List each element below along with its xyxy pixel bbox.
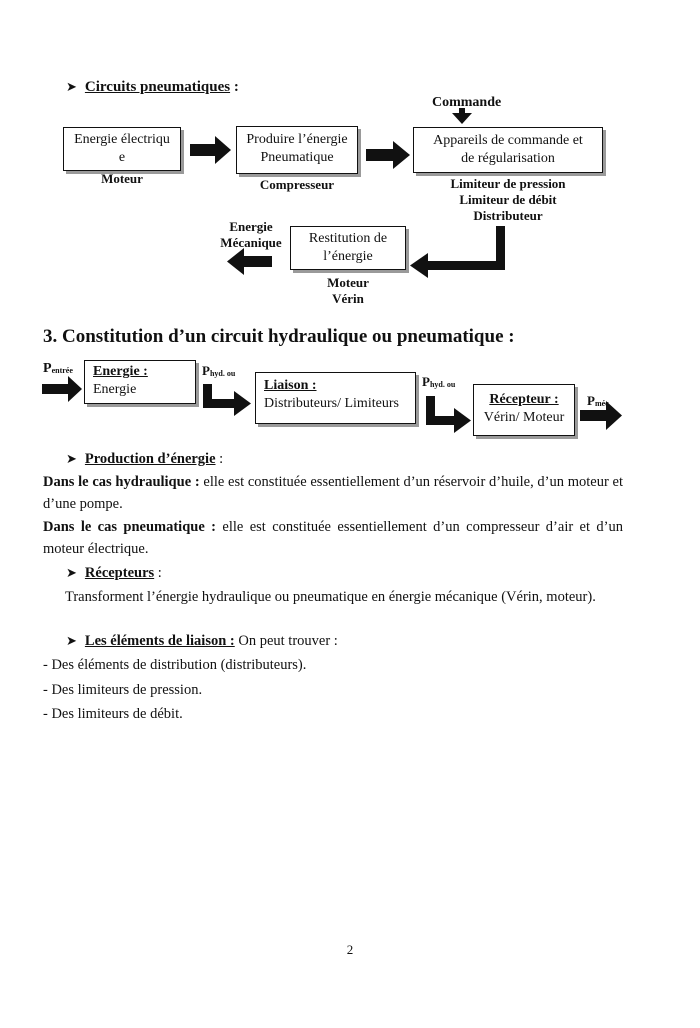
p-hyd-label-2: Phyd. ou: [422, 374, 456, 389]
box-restitution-energie: Restitution de l’énergie: [290, 226, 406, 270]
arrow-mechanical-out: [227, 248, 272, 275]
recepteurs-paragraph: Transforment l’énergie hydraulique ou pn…: [65, 589, 596, 605]
bullet-arrow-icon: ➤: [66, 79, 77, 94]
production-pneumatique-paragraph: Dans le cas pneumatique : elle est const…: [43, 519, 623, 557]
label-limiteurs-distributeur: Limiteur de pression Limiteur de débit D…: [450, 176, 566, 223]
liaison-item: - Des limiteurs de pression.: [43, 682, 203, 698]
liaison-heading: ➤Les éléments de liaison : On peut trouv…: [66, 633, 338, 649]
arrow-2-3: [366, 141, 410, 169]
arrow-energy-liaison: [203, 384, 251, 416]
recepteurs-heading: ➤Récepteurs :: [66, 565, 162, 581]
label-energie-mecanique: Energie Mécanique: [220, 219, 282, 250]
arrow-3-4: [410, 226, 505, 278]
box-produire-energie: Produire l’énergie Pneumatique: [236, 126, 358, 174]
liaison-item: - Des éléments de distribution (distribu…: [43, 657, 307, 673]
box-energie: Energie : Energie: [84, 360, 196, 404]
box-recepteur: Récepteur : Vérin/ Moteur: [473, 384, 575, 436]
bullet-arrow-icon: ➤: [66, 565, 77, 580]
arrow-p-entree: [42, 376, 82, 402]
production-hydraulique-paragraph: Dans le cas hydraulique : elle est const…: [43, 474, 623, 512]
label-moteur: Moteur: [101, 171, 143, 186]
label-moteur-verin: Moteur Vérin: [327, 275, 369, 306]
production-heading: ➤Production d’énergie :: [66, 451, 224, 467]
box-liaison: Liaison : Distributeurs/ Limiteurs: [255, 372, 416, 424]
arrow-liaison-recepteur: [426, 396, 471, 433]
page-number: 2: [346, 942, 354, 957]
box-energie-electrique: Energie électriqu e: [63, 127, 181, 171]
arrow-1-2: [190, 136, 231, 164]
liaison-item: - Des limiteurs de débit.: [43, 706, 183, 722]
bullet-arrow-icon: ➤: [66, 633, 77, 648]
label-compresseur: Compresseur: [259, 177, 335, 192]
section-title: 3. Constitution d’un circuit hydraulique…: [43, 326, 515, 347]
p-mec-label: Pméc: [587, 393, 609, 408]
commande-arrow: [452, 108, 472, 124]
bullet-arrow-icon: ➤: [66, 451, 77, 466]
p-entree-label: Pentrée: [43, 361, 73, 376]
box-appareils-commande: Appareils de commande et de régularisati…: [413, 127, 603, 173]
commande-label: Commande: [432, 95, 502, 110]
p-hyd-label-1: Phyd. ou: [202, 363, 236, 378]
arrow-p-mec: [580, 401, 622, 430]
pneumatic-heading: ➤Circuits pneumatiques :: [66, 79, 239, 95]
